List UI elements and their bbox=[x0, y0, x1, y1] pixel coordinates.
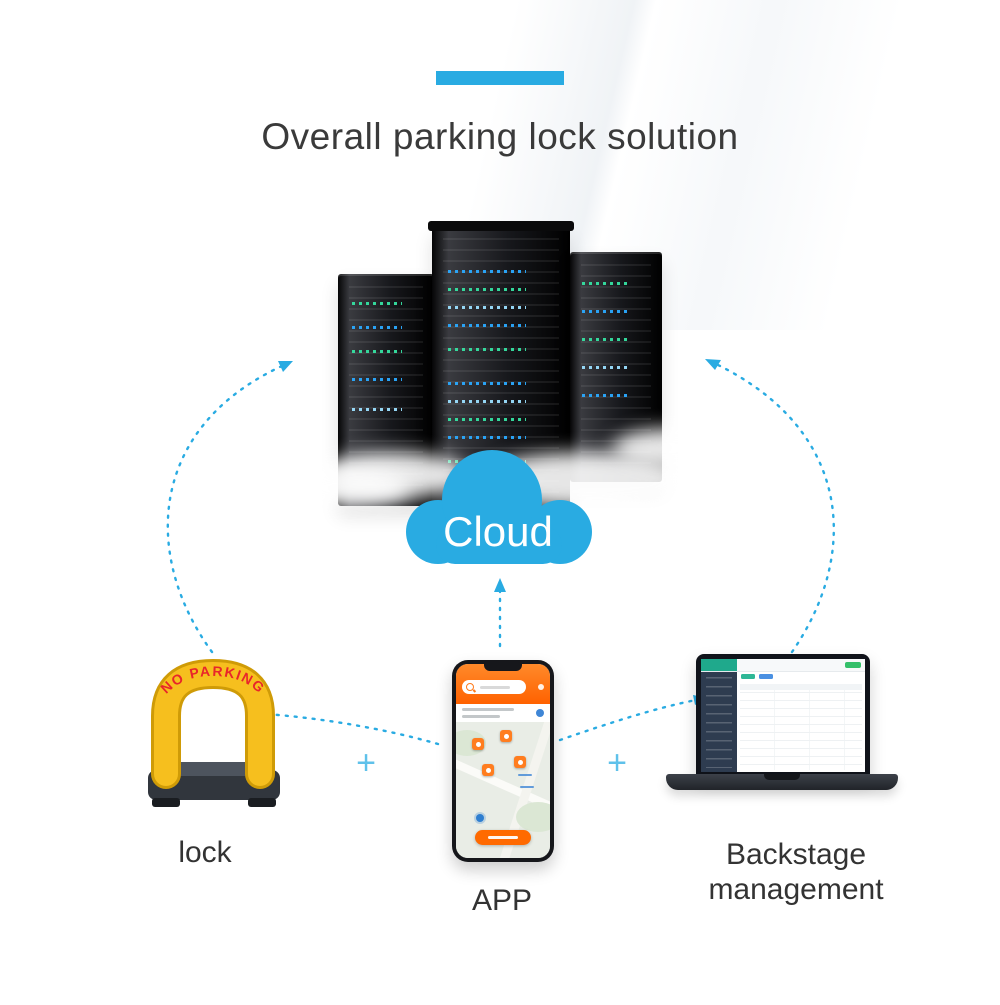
cloud-icon bbox=[406, 450, 592, 564]
admin-content bbox=[737, 672, 865, 772]
arrowhead-left-icon bbox=[278, 361, 293, 372]
server-light-row bbox=[352, 350, 402, 353]
server-light-row bbox=[448, 382, 526, 385]
user-location-icon bbox=[476, 814, 484, 822]
server-light-row bbox=[448, 306, 526, 309]
phone-illustration bbox=[452, 660, 554, 862]
dashed-arc-backstage-to-cloud bbox=[714, 362, 835, 654]
toolbar-button-blue bbox=[759, 674, 773, 679]
park-patch bbox=[516, 802, 550, 832]
server-light-row bbox=[582, 338, 628, 341]
laptop-illustration bbox=[666, 654, 898, 820]
lock-base-top bbox=[158, 762, 270, 776]
app-primary-button bbox=[475, 830, 531, 845]
cloud-label: Cloud bbox=[443, 508, 553, 555]
plus-sign-right: + bbox=[607, 744, 627, 782]
server-light-row bbox=[582, 282, 628, 285]
server-light-row bbox=[352, 302, 402, 305]
lock-arch bbox=[154, 661, 272, 786]
text-dash bbox=[462, 708, 514, 711]
map-text-dash bbox=[518, 774, 532, 776]
lock-label: lock bbox=[178, 836, 232, 869]
map-pin-icon bbox=[482, 764, 494, 776]
phone-screen bbox=[456, 664, 550, 858]
server-light-row bbox=[448, 418, 526, 421]
laptop-base bbox=[666, 774, 898, 790]
admin-topbar bbox=[701, 659, 865, 672]
search-bar bbox=[462, 680, 526, 694]
search-placeholder-dash bbox=[480, 686, 510, 689]
map-pin-icon bbox=[472, 738, 484, 750]
server-light-row bbox=[582, 310, 628, 313]
lock-foot-right bbox=[248, 798, 276, 807]
app-label: APP bbox=[471, 884, 533, 917]
map-area bbox=[456, 722, 550, 858]
laptop-screen bbox=[696, 654, 870, 776]
server-light-row bbox=[448, 324, 526, 327]
dashed-arc-app-to-lock bbox=[264, 712, 440, 746]
cloud-illustration: Cloud bbox=[406, 450, 592, 564]
fog-cloud bbox=[290, 470, 410, 506]
laptop-notch bbox=[764, 774, 800, 780]
text-dash bbox=[462, 715, 500, 718]
map-pin-icon bbox=[514, 756, 526, 768]
server-light-row bbox=[582, 394, 628, 397]
search-icon bbox=[466, 683, 474, 691]
server-light-row bbox=[448, 288, 526, 291]
app-header bbox=[456, 664, 550, 704]
admin-action-button bbox=[845, 662, 861, 668]
backstage-label: Backstage management bbox=[676, 838, 916, 907]
arrowhead-up-icon bbox=[494, 578, 506, 592]
arrowhead-right-icon bbox=[705, 359, 721, 370]
fog-cloud bbox=[612, 428, 732, 468]
plus-sign-left: + bbox=[356, 744, 376, 782]
page-title: Overall parking lock solution bbox=[261, 116, 739, 157]
admin-ui bbox=[701, 659, 865, 772]
admin-sidebar bbox=[701, 672, 737, 772]
server-light-row bbox=[582, 366, 628, 369]
dashed-arc-lock-to-cloud bbox=[166, 364, 284, 654]
map-text-dash bbox=[520, 786, 534, 788]
map-pin-icon bbox=[500, 730, 512, 742]
server-light-row bbox=[448, 436, 526, 439]
locate-icon bbox=[536, 709, 544, 717]
server-light-row bbox=[352, 408, 402, 411]
backstage-label-line1: Backstage bbox=[725, 838, 867, 871]
server-light-row bbox=[352, 378, 402, 381]
header-icon bbox=[538, 684, 544, 690]
address-card bbox=[456, 704, 550, 723]
admin-logo-block bbox=[701, 659, 737, 671]
server-light-row bbox=[448, 270, 526, 273]
lock-illustration: NO PARKING bbox=[148, 658, 280, 807]
dashed-arc-app-to-backstage bbox=[558, 698, 698, 742]
admin-toolbar bbox=[737, 672, 865, 682]
server-light-row bbox=[448, 348, 526, 351]
toolbar-button-teal bbox=[741, 674, 755, 679]
title-accent-bar bbox=[436, 71, 564, 85]
server-light-row bbox=[352, 326, 402, 329]
phone-notch bbox=[484, 664, 522, 671]
server-light-row bbox=[448, 400, 526, 403]
backstage-label-line2: management bbox=[708, 872, 884, 906]
admin-table-rows bbox=[740, 684, 862, 770]
lock-foot-left bbox=[152, 798, 180, 807]
